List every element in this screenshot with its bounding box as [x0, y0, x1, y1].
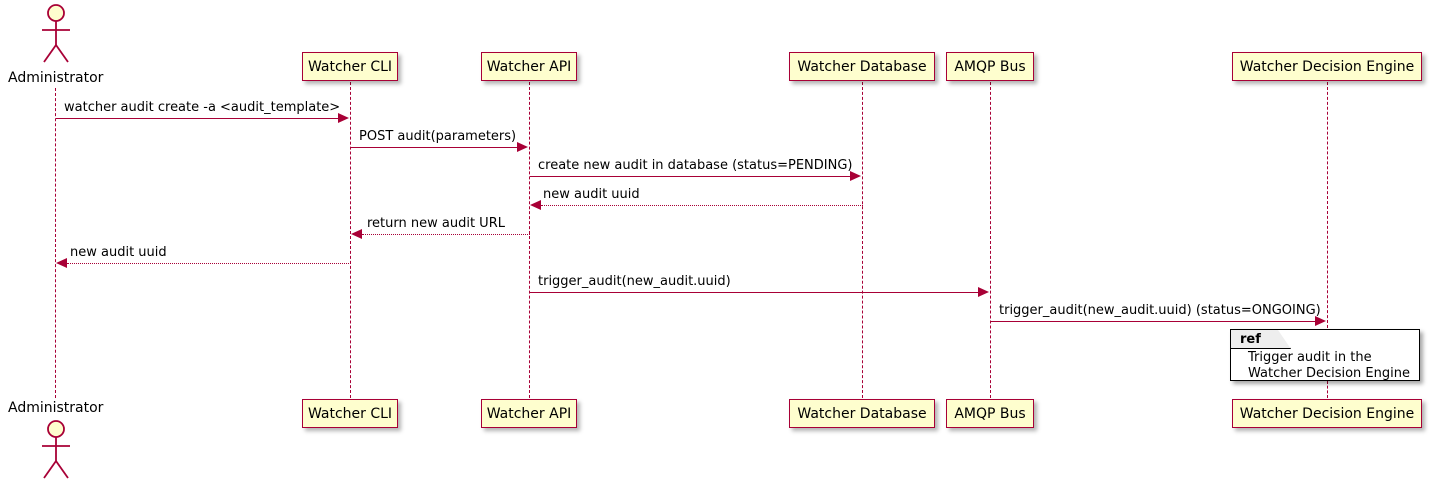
participant-amqp-bottom[interactable]: AMQP Bus	[946, 399, 1034, 428]
lifeline-administrator	[55, 88, 56, 398]
participant-db-top[interactable]: Watcher Database	[789, 52, 935, 81]
ref-fragment-line2: Watcher Decision Engine	[1248, 366, 1410, 381]
lifeline-api	[529, 82, 530, 398]
message-line-1	[56, 118, 339, 119]
message-label-1: watcher audit create -a <audit_template>	[64, 100, 341, 115]
actor-stick-figure-icon	[42, 420, 70, 479]
message-label-6: new audit uuid	[70, 245, 167, 260]
message-line-2	[351, 147, 518, 148]
message-label-8: trigger_audit(new_audit.uuid) (status=ON…	[999, 303, 1321, 318]
avatar-administrator-top	[30, 2, 82, 72]
message-line-3	[530, 176, 851, 177]
message-arrowhead-8	[1315, 316, 1326, 326]
message-line-6	[67, 263, 351, 264]
avatar-administrator-bottom	[30, 418, 82, 486]
message-arrowhead-6	[56, 258, 67, 268]
message-line-8	[991, 321, 1316, 322]
actor-stick-figure-icon	[42, 4, 70, 63]
ref-fragment: ref Trigger audit in the Watcher Decisio…	[1230, 329, 1420, 381]
message-label-7: trigger_audit(new_audit.uuid)	[538, 274, 731, 289]
message-label-3: create new audit in database (status=PEN…	[538, 158, 853, 173]
message-arrowhead-7	[978, 287, 989, 297]
participant-decision-top[interactable]: Watcher Decision Engine	[1232, 52, 1422, 81]
ref-fragment-line1: Trigger audit in the	[1248, 350, 1372, 365]
participant-decision-bottom[interactable]: Watcher Decision Engine	[1232, 399, 1422, 428]
participant-cli-top[interactable]: Watcher CLI	[302, 52, 398, 81]
participant-api-bottom[interactable]: Watcher API	[481, 399, 577, 428]
lifeline-cli	[350, 82, 351, 398]
message-label-2: POST audit(parameters)	[359, 129, 517, 144]
lifeline-decision	[1327, 82, 1328, 328]
actor-label-administrator-top: Administrator	[8, 70, 104, 86]
participant-amqp-top[interactable]: AMQP Bus	[946, 52, 1034, 81]
message-arrowhead-4	[530, 200, 541, 210]
message-line-5	[362, 234, 530, 235]
lifeline-db	[862, 82, 863, 398]
ref-fragment-tab: ref	[1231, 330, 1291, 349]
message-label-4: new audit uuid	[543, 187, 640, 202]
message-arrowhead-3	[850, 171, 861, 181]
message-line-4	[541, 205, 863, 206]
participant-api-top[interactable]: Watcher API	[481, 52, 577, 81]
lifeline-decision-lower	[1327, 381, 1328, 398]
message-line-7	[530, 292, 979, 293]
message-arrowhead-2	[517, 142, 528, 152]
message-label-5: return new audit URL	[367, 216, 505, 231]
message-arrowhead-5	[351, 229, 362, 239]
participant-db-bottom[interactable]: Watcher Database	[789, 399, 935, 428]
actor-label-administrator-bottom: Administrator	[8, 400, 104, 416]
participant-cli-bottom[interactable]: Watcher CLI	[302, 399, 398, 428]
message-arrowhead-1	[338, 113, 349, 123]
lifeline-amqp	[990, 82, 991, 398]
